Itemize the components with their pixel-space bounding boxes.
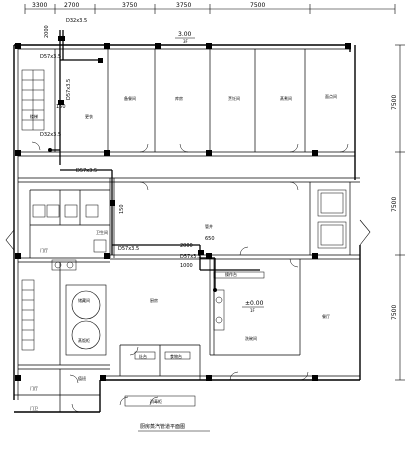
lockers [21,279,35,351]
level-center: ±0.00 [245,300,264,307]
right-dimension-chain [395,44,405,381]
room-label-5: 面点间 [325,93,337,99]
cabinets-right [317,189,347,249]
pipe-label-top-b: D57x3.5 [40,54,61,60]
room-label-1: 备餐间 [124,95,136,101]
dim-top-2: 2700 [64,2,79,9]
staircase [21,69,45,131]
room-label-18: 操作台 [225,271,237,277]
valves [48,36,217,292]
room-label-19: 门厅 [30,385,38,391]
pipe-label-vertical: D57x3.5 [66,79,72,100]
pipe-label-150a: 150 [56,104,66,110]
room-label-8: 更衣 [85,113,93,119]
dim-right-1: 7500 [391,95,398,110]
room-label-6: 厨房 [150,297,158,303]
structural-columns [15,43,351,381]
pipe-label-2000b: 2000 [180,243,193,249]
pipe-label-mid-a: D57x3.5 [118,246,139,252]
steam-kettles [65,284,107,356]
room-label-12: 门厅 [40,247,48,253]
dim-top-5: 7500 [250,2,265,9]
pipe-label-650: 650 [205,236,215,242]
level-top-sub: 3F [183,39,189,44]
room-label-13: 卫生间 [96,229,108,235]
room-label-21: 门卫 [30,405,38,411]
room-label-9: 餐厅 [322,313,330,319]
pipe-label-1000: 1000 [180,263,193,269]
sinks [32,204,107,271]
room-label-4: 蒸煮间 [280,95,292,101]
pipe-label-150b: 150 [119,204,125,214]
pipe-label-top-a: D32x3.5 [66,18,87,24]
room-label-2: 库房 [175,95,183,101]
entrance-markers [5,219,371,251]
dim-right-3: 7500 [391,305,398,320]
room-label-20: 值班 [78,375,86,381]
dim-top-3: 3750 [122,2,137,9]
plan-title: 厨房蒸汽管道平面图 [140,423,185,430]
room-label-3: 烹饪间 [228,95,240,101]
steam-pipes [50,30,260,290]
room-label-16: 灶台 [139,353,147,359]
room-label-10: 管井 [205,223,213,229]
dim-top-1: 3300 [32,2,47,9]
room-label-15: 蒸饭柜 [78,337,90,343]
pipe-label-mid-b: D57x3.5 [180,254,201,260]
level-top: 3.00 [178,31,192,38]
dim-top-4: 3750 [176,2,191,9]
room-label-11: 楼梯 [30,113,38,119]
dim-right-2: 7500 [391,197,398,212]
room-label-7: 洗碗间 [245,335,257,341]
level-center-sub: 1F [250,308,256,313]
kitchen-equipment [124,271,265,407]
interior-walls [14,48,360,412]
pipe-label-stair: D32x3.5 [40,132,61,138]
pipe-label-corridor: D57x3.5 [76,168,97,174]
room-label-17: 食物台 [170,353,182,359]
room-label-14: 储藏间 [78,297,90,303]
top-dimension-chain [24,4,396,14]
pipe-label-2000: 2000 [44,25,50,38]
room-label-22: 消毒柜 [150,398,162,404]
door-swings [31,141,349,413]
